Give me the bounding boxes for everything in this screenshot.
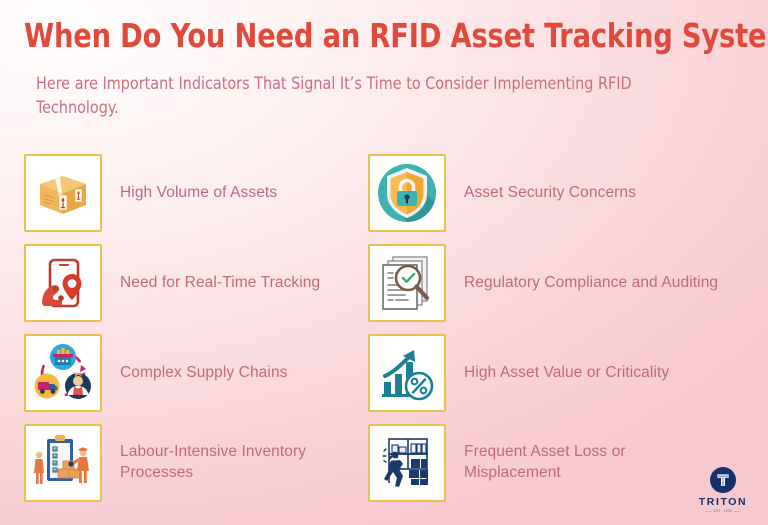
page-subtitle: Here are Important Indicators That Signa… bbox=[36, 73, 632, 117]
indicator-item-labour-intensive-inventory-processes: Labour-Intensive Inventory Processes bbox=[0, 418, 360, 508]
indicator-item-high-volume-of-assets: High Volume of Assets bbox=[0, 148, 360, 238]
header: When Do You Need an RFID Asset Tracking … bbox=[0, 0, 768, 119]
cardboard-box-icon bbox=[32, 162, 94, 224]
clipboard-workers-icon bbox=[31, 431, 95, 495]
icon-card bbox=[24, 334, 102, 412]
icon-card bbox=[368, 154, 446, 232]
indicator-item-regulatory-compliance-and-auditing: Regulatory Compliance and Auditing bbox=[360, 238, 748, 328]
indicator-label: Need for Real-Time Tracking bbox=[120, 273, 321, 291]
indicator-item-frequent-asset-loss-or-misplacement: Frequent Asset Loss or Misplacement bbox=[360, 418, 748, 508]
indicator-label: Labour-Intensive Inventory Processes bbox=[120, 443, 307, 481]
triton-logo: TRITON —— EST. 1996 —— bbox=[692, 467, 754, 513]
icon-card bbox=[24, 424, 102, 502]
icon-card bbox=[368, 334, 446, 412]
indicator-grid: High Volume of Assets Asset Security Con… bbox=[0, 148, 768, 508]
indicator-item-high-asset-value-or-criticality: High Asset Value or Criticality bbox=[360, 328, 748, 418]
indicator-item-asset-security-concerns: Asset Security Concerns bbox=[360, 148, 748, 238]
shield-padlock-icon bbox=[374, 160, 440, 226]
letter-t-monogram-icon bbox=[710, 467, 736, 493]
indicator-label: Asset Security Concerns bbox=[464, 183, 637, 201]
indicator-item-complex-supply-chains: Complex Supply Chains bbox=[0, 328, 360, 418]
indicator-label: High Volume of Assets bbox=[120, 183, 278, 201]
icon-card bbox=[368, 244, 446, 322]
indicator-label: Complex Supply Chains bbox=[120, 363, 288, 381]
page-title: When Do You Need an RFID Asset Tracking … bbox=[24, 16, 768, 55]
indicator-label: Regulatory Compliance and Auditing bbox=[464, 273, 719, 291]
logo-wordmark: TRITON bbox=[698, 496, 748, 508]
indicator-item-need-for-real-time-tracking: Need for Real-Time Tracking bbox=[0, 238, 360, 328]
phone-location-pin-icon bbox=[32, 252, 94, 314]
warehouse-search-icon bbox=[375, 431, 439, 495]
icon-card bbox=[368, 424, 446, 502]
indicator-label: Frequent Asset Loss or Misplacement bbox=[464, 443, 626, 481]
supply-chain-cycle-icon bbox=[31, 341, 95, 405]
icon-card bbox=[24, 154, 102, 232]
logo-tagline: —— EST. 1996 —— bbox=[704, 509, 742, 513]
bar-chart-percent-icon bbox=[376, 342, 438, 404]
indicator-label: High Asset Value or Criticality bbox=[464, 363, 670, 381]
documents-magnifier-icon bbox=[375, 251, 439, 315]
icon-card bbox=[24, 244, 102, 322]
